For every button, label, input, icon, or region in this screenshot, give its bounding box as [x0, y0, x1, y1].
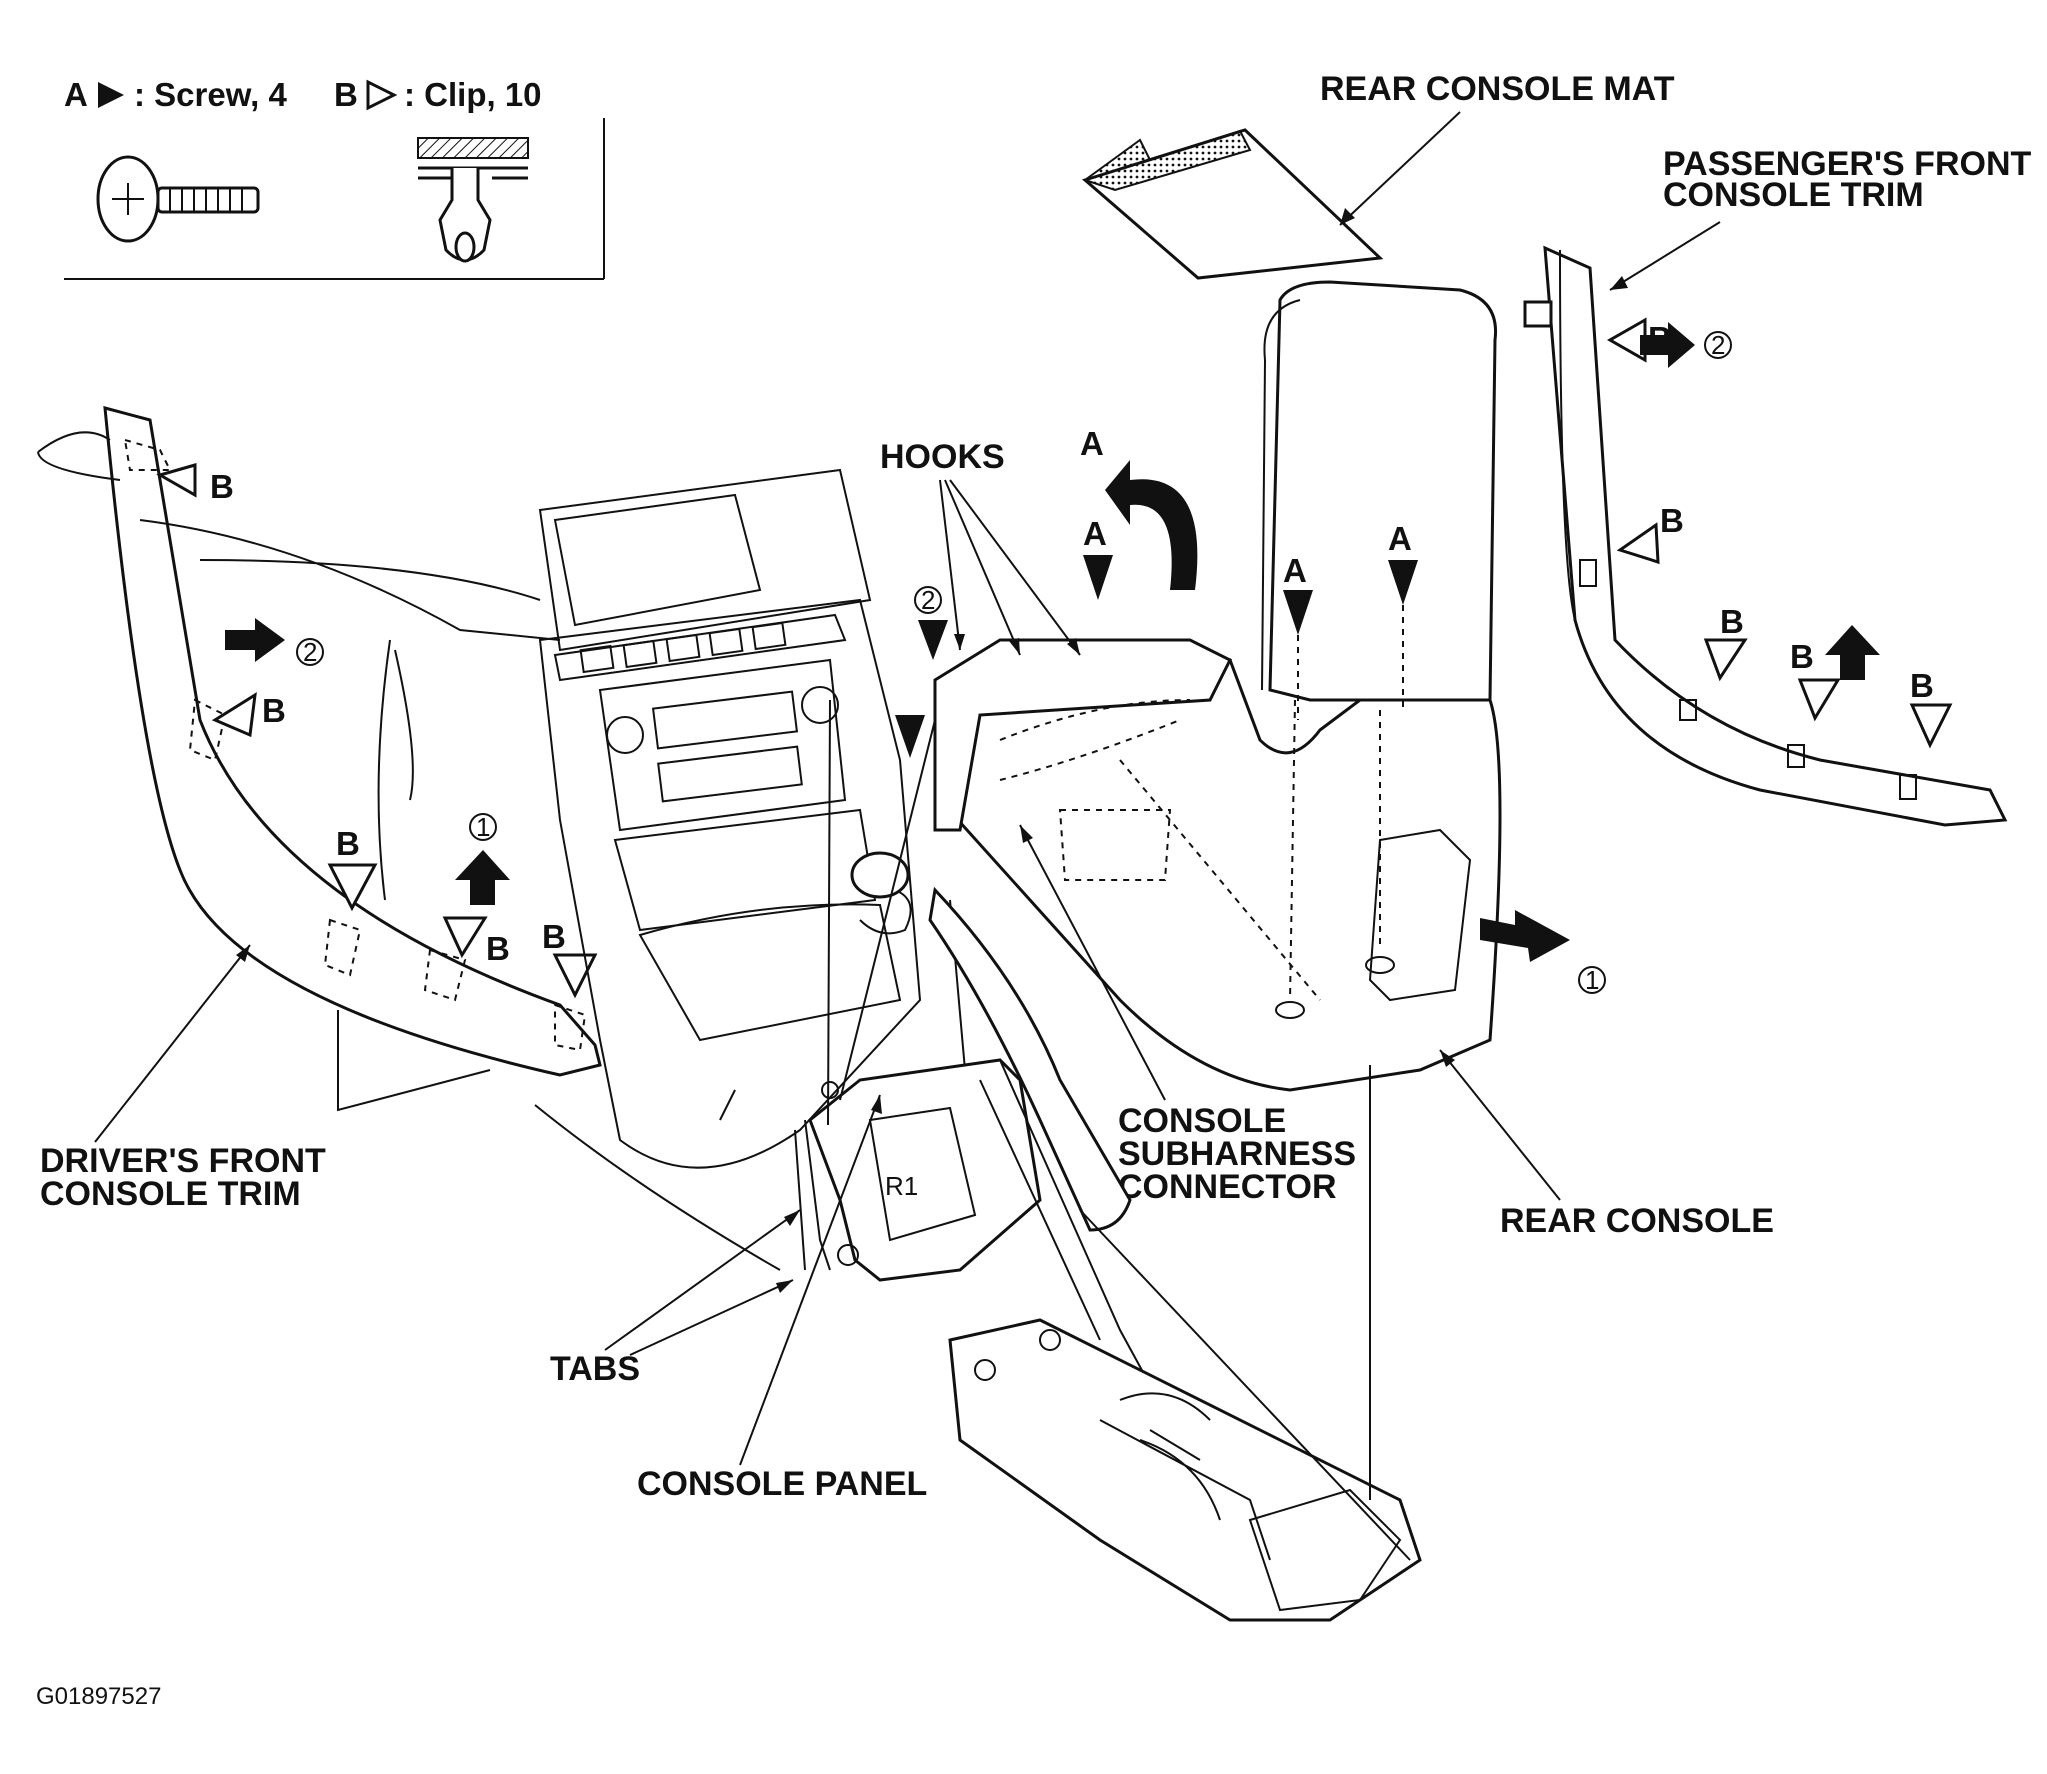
clip-marker-icon — [1616, 522, 1660, 565]
step-1-label: 1 — [476, 812, 490, 842]
direction-arrow-icon — [225, 618, 285, 662]
screw-marker-icon — [918, 620, 948, 660]
clip-b-label: B — [1660, 502, 1684, 539]
screw-marker-icon — [1283, 590, 1313, 635]
label-passenger-trim-line2: CONSOLE TRIM — [1663, 176, 1924, 214]
label-driver-trim-line1: DRIVER'S FRONT — [40, 1142, 326, 1180]
clip-b-label: B — [336, 825, 360, 862]
screw-marker-icon — [98, 82, 124, 108]
label-passenger-trim-line1: PASSENGER'S FRONT — [1663, 145, 2032, 183]
rear-console: HOOKS A A A A 2 1 REAR CONSOLE — [880, 280, 1774, 1240]
label-rear-console: REAR CONSOLE — [1500, 1202, 1774, 1240]
step-2-label: 2 — [921, 585, 935, 615]
direction-arrow-icon — [1480, 910, 1570, 962]
passenger-front-console-trim: PASSENGER'S FRONT CONSOLE TRIM B B B B B… — [1523, 145, 2032, 827]
clip-b-label: B — [486, 930, 510, 967]
direction-arrow-icon — [1640, 322, 1695, 368]
screw-a-label: A — [1083, 515, 1107, 552]
clip-marker-icon — [366, 79, 398, 111]
screw-a-label: A — [1388, 520, 1412, 557]
clip-icon — [417, 137, 529, 263]
screw-marker-icon — [1083, 555, 1113, 600]
console-panel: R1 CONSOLE PANEL — [637, 679, 1042, 1503]
clip-b-label: B — [262, 692, 286, 729]
clip-marker-icon — [552, 953, 598, 999]
label-driver-trim-line2: CONSOLE TRIM — [40, 1175, 301, 1213]
label-tabs: TABS — [550, 1350, 640, 1388]
label-subharness-line1: CONSOLE — [1118, 1102, 1286, 1140]
label-hooks: HOOKS — [880, 438, 1005, 476]
clip-b-label: B — [1720, 603, 1744, 640]
clip-marker-icon — [1797, 678, 1841, 722]
direction-arrow-icon — [1825, 625, 1880, 680]
screw-marker-icon — [1388, 560, 1418, 605]
clip-marker-icon — [156, 463, 197, 498]
legend: A : Screw, 4 B : Clip, 10 — [64, 76, 605, 280]
label-subharness-line2: SUBHARNESS — [1118, 1135, 1356, 1173]
clip-marker-icon — [211, 692, 257, 738]
direction-arrow-icon — [455, 850, 510, 905]
legend-screw-letter: A — [64, 76, 88, 113]
clip-marker-icon — [1606, 317, 1647, 363]
driver-front-console-trim: B B B B B 2 1 DRIVER'S FRONT CONSOLE TRI… — [37, 405, 781, 1271]
rear-console-mat: REAR CONSOLE MAT — [1081, 70, 1675, 280]
step-2-label: 2 — [1711, 330, 1725, 360]
direction-arrow-icon — [1105, 460, 1198, 590]
clip-marker-icon — [1909, 703, 1953, 749]
screw-marker-icon — [895, 715, 925, 758]
clip-b-label: B — [1910, 667, 1934, 704]
clip-b-label: B — [1790, 638, 1814, 675]
legend-screw-text: : Screw, 4 — [134, 76, 287, 113]
parking-brake-and-floor — [928, 886, 1422, 1622]
label-rear-console-mat: REAR CONSOLE MAT — [1320, 70, 1675, 108]
label-subharness-line3: CONNECTOR — [1118, 1168, 1337, 1206]
tabs-callout: TABS — [550, 1209, 801, 1388]
step-1-label: 1 — [1585, 965, 1599, 995]
clip-b-label: B — [210, 468, 234, 505]
clip-b-label: B — [542, 918, 566, 955]
screw-a-label: A — [1080, 425, 1104, 462]
clip-marker-icon — [442, 916, 488, 959]
shift-pattern-text: R1 — [885, 1171, 918, 1201]
legend-clip-text: : Clip, 10 — [404, 76, 542, 113]
subharness-connector-callout: CONSOLE SUBHARNESS CONNECTOR — [1019, 824, 1356, 1206]
label-console-panel: CONSOLE PANEL — [637, 1465, 927, 1503]
legend-clip-letter: B — [334, 76, 358, 113]
figure-id: G01897527 — [36, 1683, 161, 1710]
clip-marker-icon — [327, 863, 378, 912]
screw-icon — [96, 155, 260, 243]
screw-a-label: A — [1283, 552, 1307, 589]
step-2-label: 2 — [303, 637, 317, 667]
clip-marker-icon — [1703, 638, 1748, 682]
